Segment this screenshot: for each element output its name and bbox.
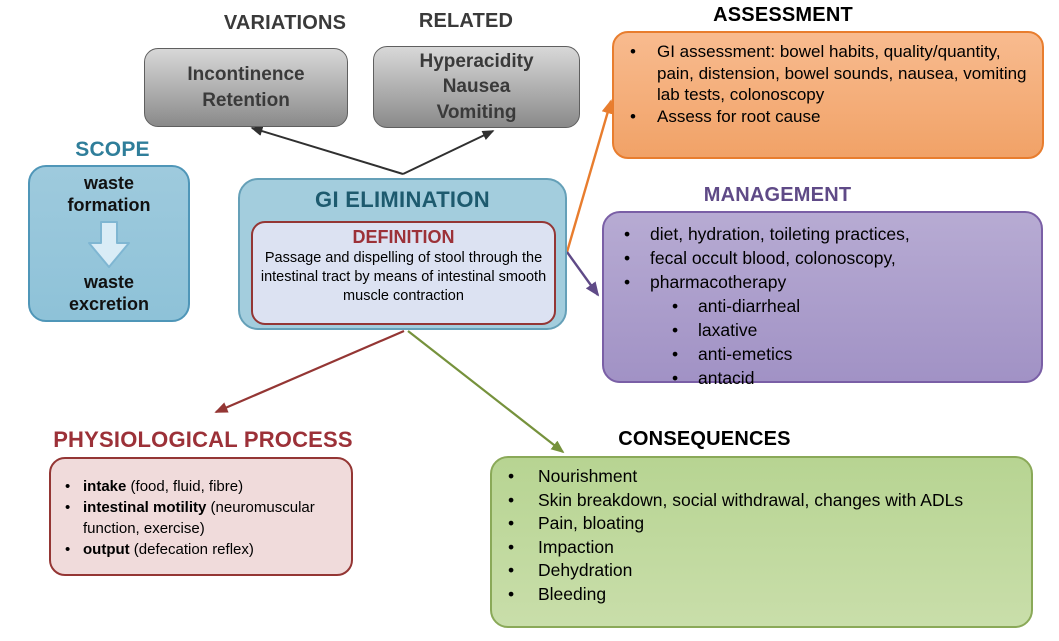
assessment-heading: ASSESSMENT (713, 4, 853, 26)
consequences-bullet: Impaction (492, 536, 1031, 560)
consequences-bullet: Bleeding (492, 583, 1031, 607)
assessment-box: GI assessment: bowel habits, quality/qua… (612, 31, 1044, 159)
arrow-to-consequences (407, 330, 565, 454)
management-heading: MANAGEMENT (703, 184, 852, 206)
scope-step-bottom: waste excretion (68, 271, 150, 315)
physiological-process-heading: PHYSIOLOGICAL PROCESS (53, 427, 353, 452)
variations-item: Incontinence (187, 64, 305, 86)
gi-elimination-box: GI ELIMINATION DEFINITION Passage and di… (238, 178, 567, 330)
management-bullet: fecal occult blood, colonoscopy, (604, 246, 1041, 270)
arrow-to-management (566, 251, 600, 297)
scope-step-top: waste formation (67, 172, 151, 216)
down-arrow-icon (88, 220, 130, 268)
variations-box: Incontinence Retention (144, 48, 348, 127)
related-item: Vomiting (436, 101, 517, 123)
definition-text: Passage and dispelling of stool through … (260, 250, 547, 304)
physiological-bullet: intestinal motility (neuromuscular funct… (51, 497, 351, 539)
consequences-bullet: Dehydration (492, 559, 1031, 583)
definition-label: DEFINITION (352, 227, 455, 247)
management-sub-bullet: anti-emetics (604, 342, 1041, 366)
assessment-bullet: Assess for root cause (614, 106, 1032, 128)
variations-heading: VARIATIONS (223, 12, 347, 34)
management-sub-bullet: antacid (604, 366, 1041, 390)
related-box: Hyperacidity Nausea Vomiting (373, 46, 580, 128)
management-bullet: diet, hydration, toileting practices, (604, 222, 1041, 246)
management-box: diet, hydration, toileting practices, fe… (602, 211, 1043, 390)
management-sub-bullet: laxative (604, 318, 1041, 342)
physiological-process-box: intake (food, fluid, fibre) intestinal m… (49, 457, 353, 576)
arrow-to-variations (250, 126, 404, 175)
consequences-bullet: Skin breakdown, social withdrawal, chang… (492, 489, 1031, 513)
arrow-to-related (402, 130, 495, 175)
variations-item: Retention (202, 89, 290, 111)
physiological-bullet: output (defecation reflex) (51, 539, 351, 560)
scope-box: waste formation waste excretion (28, 165, 190, 322)
consequences-bullet: Nourishment (492, 465, 1031, 489)
related-item: Nausea (442, 76, 511, 98)
arrow-to-physiological (214, 329, 405, 414)
consequences-heading: CONSEQUENCES (618, 428, 791, 450)
scope-heading: SCOPE (75, 138, 150, 161)
assessment-bullet: GI assessment: bowel habits, quality/qua… (614, 41, 1032, 106)
related-item: Hyperacidity (419, 51, 534, 73)
management-sub-bullet: anti-diarrheal (604, 294, 1041, 318)
related-heading: RELATED (418, 10, 514, 32)
physiological-bullet: intake (food, fluid, fibre) (51, 476, 351, 497)
consequences-bullet: Pain, bloating (492, 512, 1031, 536)
definition-box: DEFINITION Passage and dispelling of sto… (251, 221, 556, 325)
gi-elimination-title: GI ELIMINATION (315, 187, 490, 212)
consequences-box: Nourishment Skin breakdown, social withd… (490, 456, 1033, 628)
management-bullet: pharmacotherapy (604, 270, 1041, 294)
